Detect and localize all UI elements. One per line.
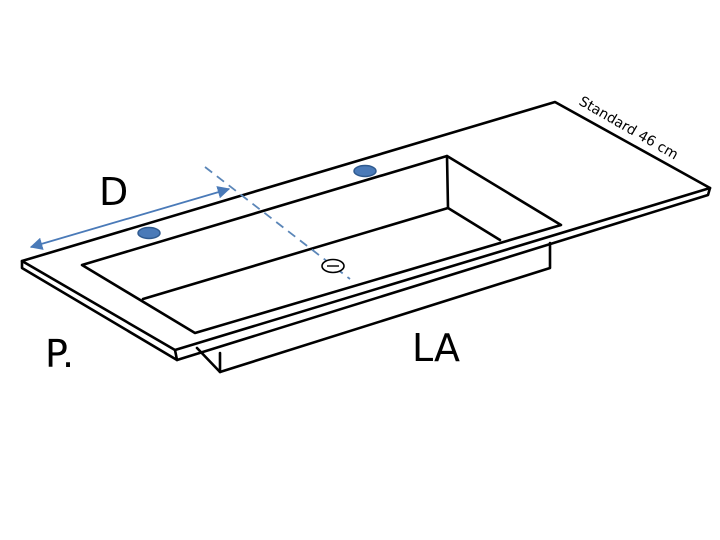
dimension-line-d <box>29 186 231 250</box>
label-depth: D <box>99 170 128 214</box>
label-width-note: Standard 46 cm <box>576 94 681 164</box>
basin-back-wall-corner <box>445 154 450 210</box>
basin-skirt <box>195 241 552 374</box>
drain-icon <box>321 258 345 274</box>
countertop-front-corner <box>173 348 179 362</box>
countertop <box>20 100 712 362</box>
tap-hole-left-icon <box>137 226 161 240</box>
basin-bowl <box>80 154 563 335</box>
tap-hole-right-icon <box>353 164 377 178</box>
skirt-front-edge <box>195 241 552 374</box>
basin-inner-floor <box>141 206 502 301</box>
label-length: LA <box>412 326 460 370</box>
basin-rim <box>80 154 563 335</box>
label-depth-prefix: P. <box>45 332 74 376</box>
